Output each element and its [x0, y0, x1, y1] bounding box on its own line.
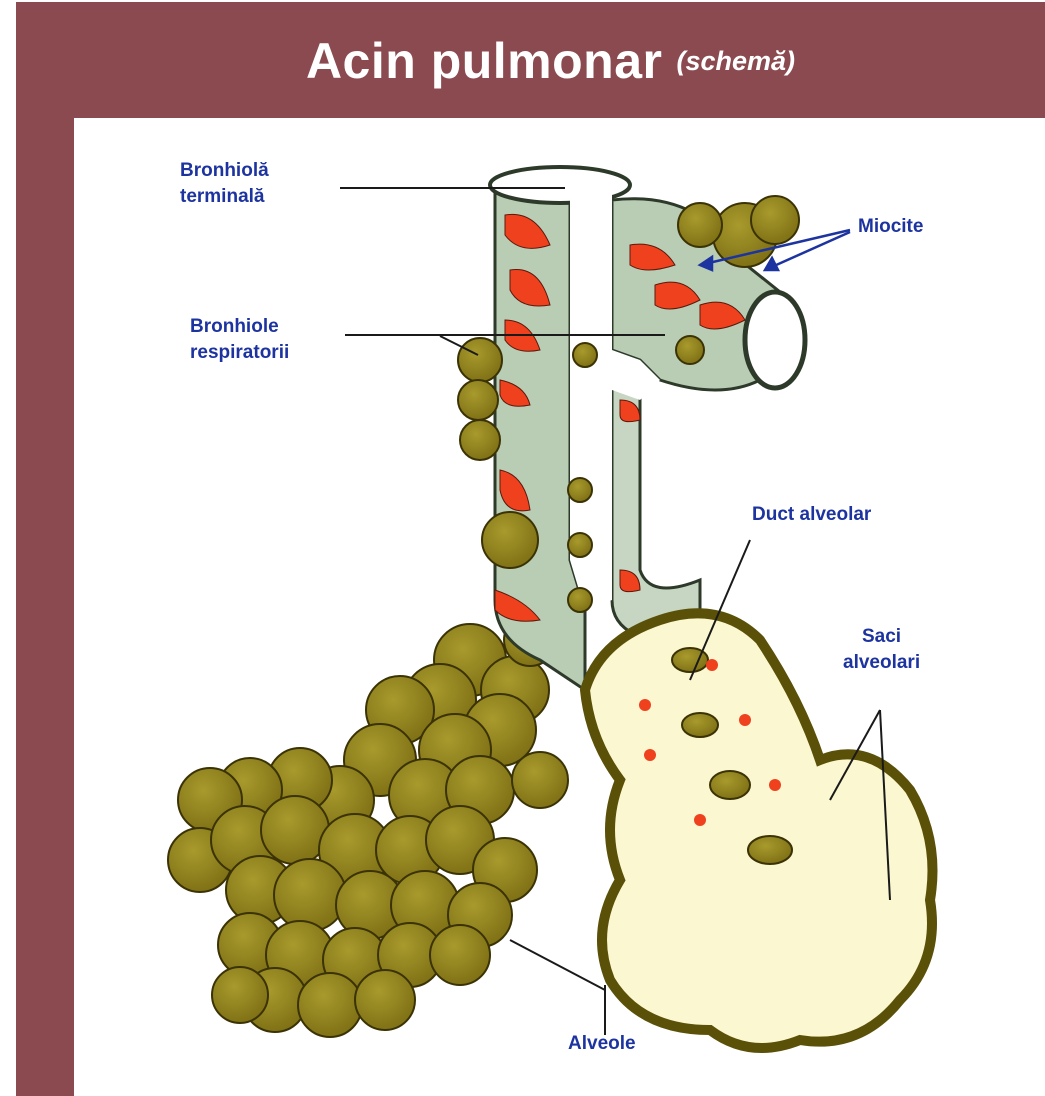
label-duct-alveolar: Duct alveolar	[752, 502, 871, 528]
label-alveole: Alveole	[568, 1031, 636, 1057]
label-saci-alveolari: Saci alveolari	[843, 624, 920, 676]
label-bronhiole-respiratorii: Bronhiole respiratorii	[190, 314, 289, 366]
label-miocite: Miocite	[858, 214, 923, 240]
label-bronhiola-terminala: Bronhiolă terminală	[180, 158, 269, 210]
